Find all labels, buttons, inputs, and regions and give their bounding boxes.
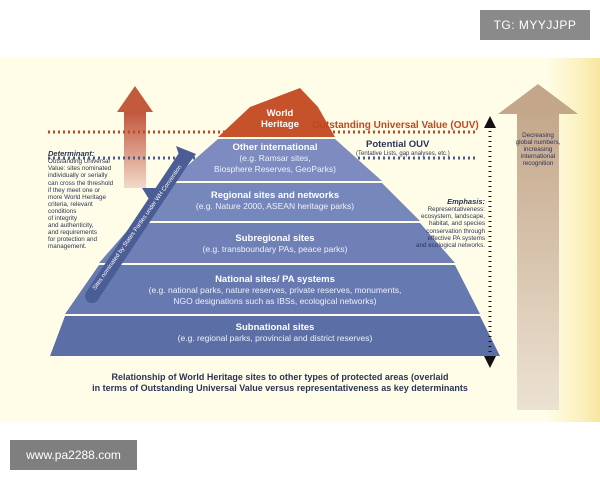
pyramid-diagram	[48, 84, 578, 410]
determinant-line: of integrity	[48, 214, 78, 222]
emphasis-line: Representativeness:	[427, 206, 485, 214]
emphasis-head: Emphasis:	[447, 197, 485, 206]
watermark-tag-bottom: www.pa2288.com	[10, 440, 137, 470]
determinant-line: Value: sites nominated	[48, 165, 112, 173]
determinant-line: and authenticity,	[48, 221, 94, 229]
caption-line2: in terms of Outstanding Universal Value …	[92, 383, 468, 394]
level-1-shape	[170, 139, 382, 181]
potential-ouv-sub: (Tentative Lists, gap analyses, etc.)	[356, 151, 450, 157]
level-sub: (e.g. regional parks, provincial and dis…	[177, 333, 373, 344]
level-sub: (e.g. Nature 2000, ASEAN heritage parks)	[195, 201, 355, 212]
apex-line2: Heritage	[260, 119, 299, 131]
apex-line1: World	[266, 108, 294, 119]
level-sub: (e.g. Ramsar sites,	[239, 153, 311, 164]
level-sub: (e.g. national parks, nature reserves, p…	[148, 285, 402, 296]
emphasis-line: and ecological networks.	[416, 241, 485, 249]
level-regional: Regional sites and networks (e.g. Nature…	[160, 190, 390, 212]
determinant-line: if they meet one or	[48, 186, 101, 194]
determinant-line: Outstanding Universal	[48, 158, 110, 166]
caption-line1: Relationship of World Heritage sites to …	[111, 372, 449, 382]
determinant-head: Determinant:	[48, 149, 95, 158]
up-arrow-red-icon	[117, 86, 153, 188]
emphasis-line: effective PA systems	[427, 234, 485, 242]
curved-arrow-icon	[85, 146, 196, 303]
level-title: National sites/ PA systems	[215, 274, 335, 285]
decreasing-line: increasing	[523, 146, 553, 154]
decreasing-line: international	[520, 153, 556, 161]
level-title: Subnational sites	[235, 322, 315, 333]
emphasis-note: Emphasis: Representativeness: ecosystem,…	[395, 197, 485, 249]
level-5-shape	[50, 316, 500, 356]
level-title: Subregional sites	[235, 233, 315, 244]
determinant-line: conditions	[48, 207, 77, 215]
decreasing-line: Decreasing	[522, 132, 554, 139]
level-sub: Biosphere Reserves, GeoParks)	[214, 163, 336, 174]
emphasis-line: ecosystem, landscape,	[420, 213, 485, 221]
level-other-international: Other international (e.g. Ramsar sites, …	[195, 142, 355, 174]
level-subnational: Subnational sites (e.g. regional parks, …	[75, 322, 475, 344]
apex-label: World Heritage	[230, 108, 330, 131]
level-sub: (e.g. transboundary PAs, peace parks)	[202, 244, 348, 255]
level-title: Other international	[232, 142, 318, 153]
level-subregional: Subregional sites (e.g. transboundary PA…	[130, 233, 420, 255]
up-arrow-beige-icon	[498, 84, 578, 410]
potential-ouv-title: Potential OUV	[366, 139, 430, 150]
level-national: National sites/ PA systems (e.g. nationa…	[95, 274, 455, 306]
watermark-tag-top: TG: MYYJJPP	[480, 10, 590, 40]
determinant-line: criteria, relevant	[48, 200, 93, 208]
level-2-shape	[134, 183, 420, 221]
determinant-line: individually or serially	[48, 172, 108, 180]
decreasing-line: recognition	[522, 160, 554, 168]
determinant-line: and requirements	[48, 228, 98, 236]
level-4-shape	[65, 265, 480, 314]
emphasis-line: habitat, and species	[428, 220, 485, 228]
apex-shape	[218, 88, 335, 137]
determinant-line: management.	[48, 242, 87, 250]
determinant-note: Determinant: Outstanding Universal Value…	[48, 149, 138, 250]
emphasis-line: conservation through	[426, 227, 485, 235]
decreasing-line: global numbers,	[515, 139, 561, 147]
decreasing-note: Decreasing global numbers, increasing in…	[498, 132, 578, 167]
determinant-line: can cross the threshold	[48, 179, 114, 187]
level-sub: NGO designations such as IBSs, ecologica…	[173, 295, 377, 306]
level-title: Regional sites and networks	[210, 190, 340, 201]
level-3-shape	[99, 223, 455, 263]
diagram-caption: Relationship of World Heritage sites to …	[50, 372, 510, 395]
determinant-line: for protection and	[48, 235, 98, 243]
ouv-label: Outstanding Universal Value (OUV)	[312, 120, 479, 131]
double-headed-arrow-icon	[484, 116, 496, 368]
determinant-line: more World Heritage	[48, 193, 106, 201]
